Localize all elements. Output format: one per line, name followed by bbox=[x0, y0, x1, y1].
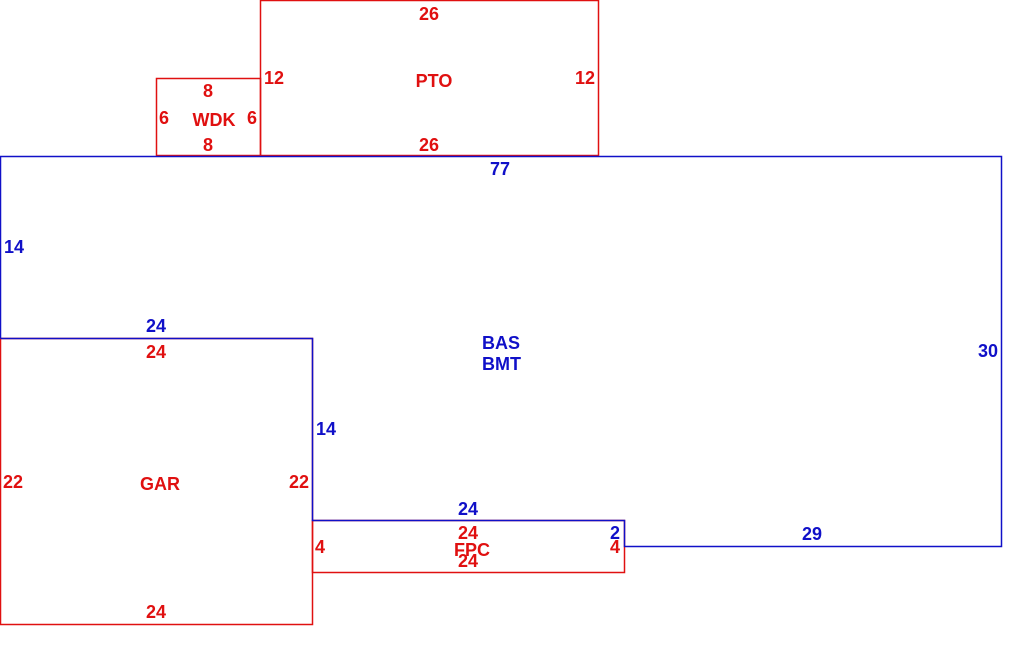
bas-left-dimension: 14 bbox=[4, 237, 24, 257]
wdk-bottom-dimension: 8 bbox=[203, 135, 213, 155]
bas-fpc-right-dimension: 2 bbox=[610, 523, 620, 543]
bas-area-label: BAS bbox=[482, 333, 520, 353]
wdk-outline bbox=[155, 77, 262, 157]
pto-right-dimension: 12 bbox=[575, 68, 595, 88]
wdk-top-dimension: 8 bbox=[203, 81, 213, 101]
gar-left-dimension: 22 bbox=[3, 472, 23, 492]
bas-right-dimension: 30 bbox=[978, 341, 998, 361]
pto-bottom-dimension: 26 bbox=[419, 135, 439, 155]
bas-fpc-top-dimension: 24 bbox=[458, 499, 478, 519]
wdk-left-dimension: 6 bbox=[159, 108, 169, 128]
wdk-area-label: WDK bbox=[193, 110, 236, 130]
bas-step-vertical-dimension: 14 bbox=[316, 419, 336, 439]
gar-area-label: GAR bbox=[140, 474, 180, 494]
bas-step-top-dimension: 24 bbox=[146, 316, 166, 336]
fpc-left-dimension: 4 bbox=[315, 537, 325, 557]
gar-bottom-dimension: 24 bbox=[146, 602, 166, 622]
gar-right-dimension: 22 bbox=[289, 472, 309, 492]
pto-area-label: PTO bbox=[416, 71, 453, 91]
bas-outline bbox=[0, 155, 1003, 548]
fpc-area-label: FPC bbox=[454, 540, 490, 560]
fpc-right-dimension: 4 bbox=[610, 537, 620, 557]
pto-left-dimension: 12 bbox=[264, 68, 284, 88]
pto-top-dimension: 26 bbox=[419, 4, 439, 24]
bas-top-dimension: 77 bbox=[490, 159, 510, 179]
bas-bottom-right-dimension: 29 bbox=[802, 524, 822, 544]
wdk-right-dimension: 6 bbox=[247, 108, 257, 128]
fpc-bottom-dimension: 24 bbox=[458, 551, 478, 571]
gar-top-dimension: 24 bbox=[146, 342, 166, 362]
bmt-area-label: BMT bbox=[482, 354, 521, 374]
fpc-top-dimension: 24 bbox=[458, 523, 478, 543]
